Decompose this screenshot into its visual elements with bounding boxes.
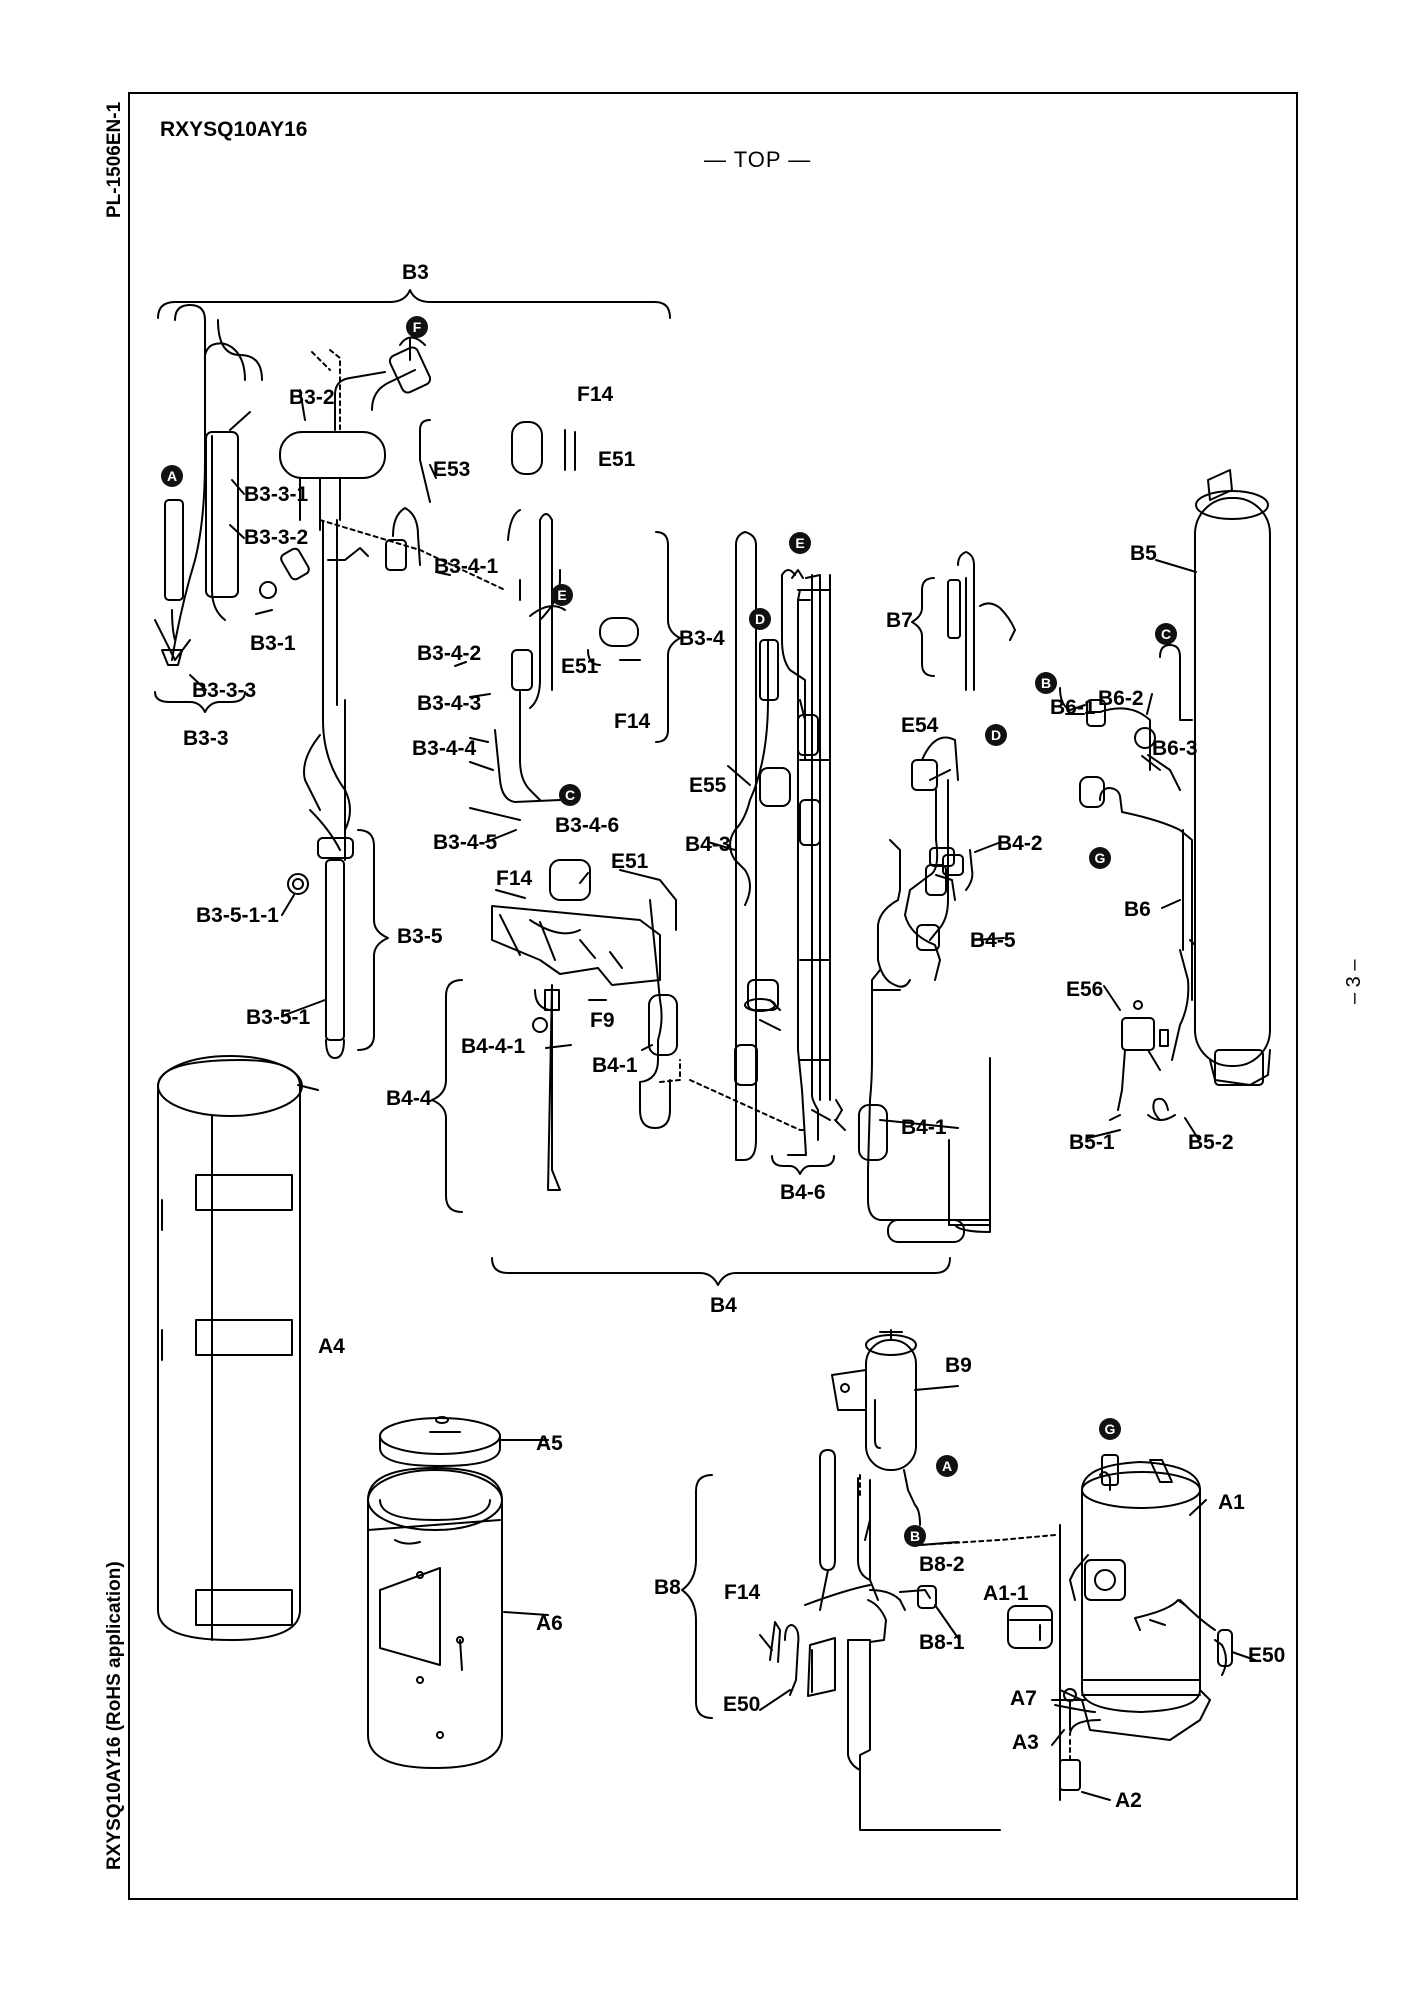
label-part-B4-5: B4-5 xyxy=(970,929,1016,952)
connection-marker-E: E xyxy=(551,584,573,606)
connection-marker-C: C xyxy=(559,784,581,806)
label-part-A6: A6 xyxy=(536,1612,563,1635)
label-part-E56: E56 xyxy=(1066,978,1104,1001)
connection-marker-B: B xyxy=(904,1525,926,1547)
label-part-A3: A3 xyxy=(1012,1731,1039,1754)
label-part-B4-1: B4-1 xyxy=(592,1054,638,1077)
label-group-B4: B4 xyxy=(710,1294,737,1317)
label-part-B3-4-6: B3-4-6 xyxy=(555,814,620,837)
label-part-B6-3: B6-3 xyxy=(1152,737,1198,760)
brace-b3-3 xyxy=(155,692,245,712)
connection-marker-G: G xyxy=(1099,1418,1121,1440)
view-label: — TOP — xyxy=(704,147,812,172)
label-group-B3-5: B3-5 xyxy=(397,925,443,948)
label-part-B3-3-3: B3-3-3 xyxy=(192,679,257,702)
label-part-B3-4-4: B3-4-4 xyxy=(412,737,477,760)
label-part-B6-2: B6-2 xyxy=(1098,687,1144,710)
connection-marker-G: G xyxy=(1089,847,1111,869)
brace-b7 xyxy=(912,578,934,676)
connection-marker-D: D xyxy=(749,608,771,630)
brace-b8 xyxy=(682,1475,712,1718)
label-part-B3-3-1: B3-3-1 xyxy=(244,483,309,506)
label-part-E55: E55 xyxy=(689,774,727,797)
label-part-E53: E53 xyxy=(433,458,471,481)
label-part-E50: E50 xyxy=(1248,1644,1286,1667)
label-part-A5: A5 xyxy=(536,1432,563,1455)
label-part-B5-1: B5-1 xyxy=(1069,1131,1115,1154)
label-group-B4-6: B4-6 xyxy=(780,1181,826,1204)
label-part-A7: A7 xyxy=(1010,1687,1037,1710)
label-part-B3-4-5: B3-4-5 xyxy=(433,831,498,854)
label-part-E50: E50 xyxy=(723,1693,761,1716)
label-part-E54: E54 xyxy=(901,714,939,737)
brace-b4 xyxy=(492,1258,950,1285)
connection-marker-D: D xyxy=(985,724,1007,746)
label-part-A2: A2 xyxy=(1115,1789,1142,1812)
label-part-A4: A4 xyxy=(318,1335,345,1358)
connection-marker-A: A xyxy=(161,465,183,487)
label-part-E51: E51 xyxy=(561,655,599,678)
label-part-B4-3: B4-3 xyxy=(685,833,731,856)
label-part-B3-3-2: B3-3-2 xyxy=(244,526,309,549)
label-part-B6: B6 xyxy=(1124,898,1151,921)
label-group-B3: B3 xyxy=(402,261,429,284)
label-group-B4-4: B4-4 xyxy=(386,1087,432,1110)
label-part-F14: F14 xyxy=(724,1581,761,1604)
brace-b3-5 xyxy=(358,830,388,1050)
brace-b4-6 xyxy=(772,1156,834,1174)
brace-b3-4 xyxy=(656,532,680,742)
label-part-A1: A1 xyxy=(1218,1491,1245,1514)
connection-marker-E: E xyxy=(789,532,811,554)
label-part-B4-1: B4-1 xyxy=(901,1116,947,1139)
label-part-F9: F9 xyxy=(590,1009,615,1032)
label-part-B3-5-1: B3-5-1 xyxy=(246,1006,311,1029)
label-group-B3-4: B3-4 xyxy=(679,627,725,650)
label-part-B5-2: B5-2 xyxy=(1188,1131,1234,1154)
label-group-B3-3: B3-3 xyxy=(183,727,229,750)
label-part-B8-1: B8-1 xyxy=(919,1631,965,1654)
brace-b4-4 xyxy=(432,980,462,1212)
brace-b3 xyxy=(158,290,670,318)
connection-marker-C: C xyxy=(1155,623,1177,645)
label-part-B5: B5 xyxy=(1130,542,1157,565)
label-part-B3-2: B3-2 xyxy=(289,386,335,409)
label-part-F14: F14 xyxy=(577,383,614,406)
label-part-B4-4-1: B4-4-1 xyxy=(461,1035,526,1058)
label-group-B8: B8 xyxy=(654,1576,681,1599)
label-part-B3-4-3: B3-4-3 xyxy=(417,692,482,715)
label-part-B6-1: B6-1 xyxy=(1050,696,1096,719)
label-part-B8-2: B8-2 xyxy=(919,1553,965,1576)
label-part-F14: F14 xyxy=(614,710,651,733)
label-part-E51: E51 xyxy=(598,448,636,471)
label-part-E51: E51 xyxy=(611,850,649,873)
label-part-B9: B9 xyxy=(945,1354,972,1377)
label-group-B7: B7 xyxy=(886,609,913,632)
label-part-B3-5-1-1: B3-5-1-1 xyxy=(196,904,279,927)
label-part-B3-4-1: B3-4-1 xyxy=(434,555,499,578)
label-part-F14: F14 xyxy=(496,867,533,890)
label-part-A1-1: A1-1 xyxy=(983,1582,1029,1605)
connection-marker-B: B xyxy=(1035,672,1057,694)
connection-marker-F: F xyxy=(406,316,428,338)
label-part-B3-4-2: B3-4-2 xyxy=(417,642,482,665)
connection-marker-A: A xyxy=(936,1455,958,1477)
label-part-B4-2: B4-2 xyxy=(997,832,1043,855)
drawing-frame xyxy=(128,92,1298,1900)
model-title: RXYSQ10AY16 xyxy=(160,118,308,141)
label-part-B3-1: B3-1 xyxy=(250,632,296,655)
